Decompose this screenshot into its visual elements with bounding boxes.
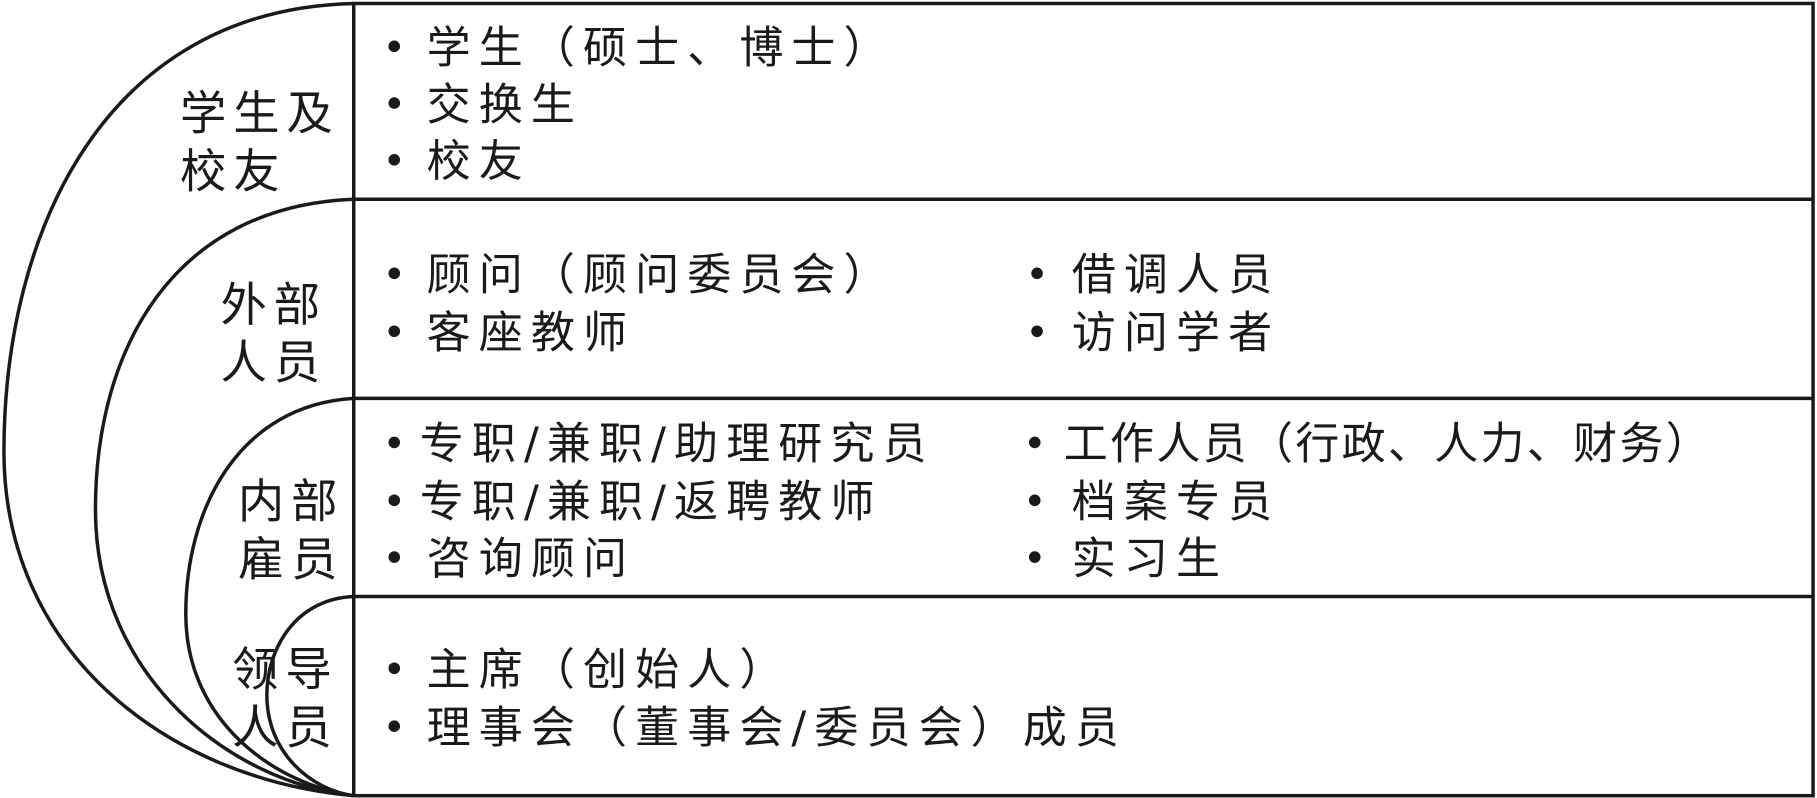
bullet-icon [388,494,401,507]
group-label-external: 人员 [221,336,328,390]
list-item: 校友 [427,136,531,187]
list-item: 借调人员 [1072,250,1280,301]
list-item: 访问学者 [1072,307,1280,358]
list-item: 专职/兼职/返聘教师 [420,477,883,528]
arc-students-alumni [2,1,354,798]
bullet-icon [388,720,401,732]
bullet-icon [388,97,401,109]
bullet-icon [388,40,401,53]
group-label-students-alumni: 学生及 [180,87,340,141]
bullet-icon [388,325,401,338]
bullet-icon [388,436,401,449]
list-item: 主席（创始人） [427,644,792,695]
list-item: 交换生 [427,79,583,130]
bullet-icon [1028,551,1041,563]
bullet-icon [388,154,401,166]
group-label-students-alumni: 校友 [180,145,287,199]
bullet-icon [1028,436,1041,449]
group-label-external: 外部 [221,278,328,332]
arc-leadership [265,594,354,798]
list-item: 咨询顾问 [427,533,635,584]
list-item: 档案专员 [1072,477,1280,528]
arc-external [93,197,354,798]
group-label-internal: 内部 [238,475,345,529]
group-label-leadership: 人员 [232,701,339,755]
list-item: 专职/兼职/助理研究员 [420,419,935,470]
list-item: 顾问（顾问委员会） [427,250,896,301]
bullet-icon [1031,325,1043,338]
arc-internal [184,396,354,798]
list-item: 实习生 [1072,533,1228,584]
bullet-icon [1028,494,1041,507]
group-label-internal: 雇员 [238,533,345,587]
list-item: 理事会（董事会/委员会）成员 [427,702,1127,753]
list-item: 客座教师 [427,307,635,358]
bullet-icon [388,662,401,675]
bullet-icon [388,551,401,563]
bullet-icon [1031,267,1043,280]
list-item: 学生（硕士、博士） [427,23,896,74]
group-label-leadership: 领导 [232,643,339,697]
list-item: 工作人员（行政、人力、财务） [1064,419,1712,470]
bullet-icon [388,267,401,280]
